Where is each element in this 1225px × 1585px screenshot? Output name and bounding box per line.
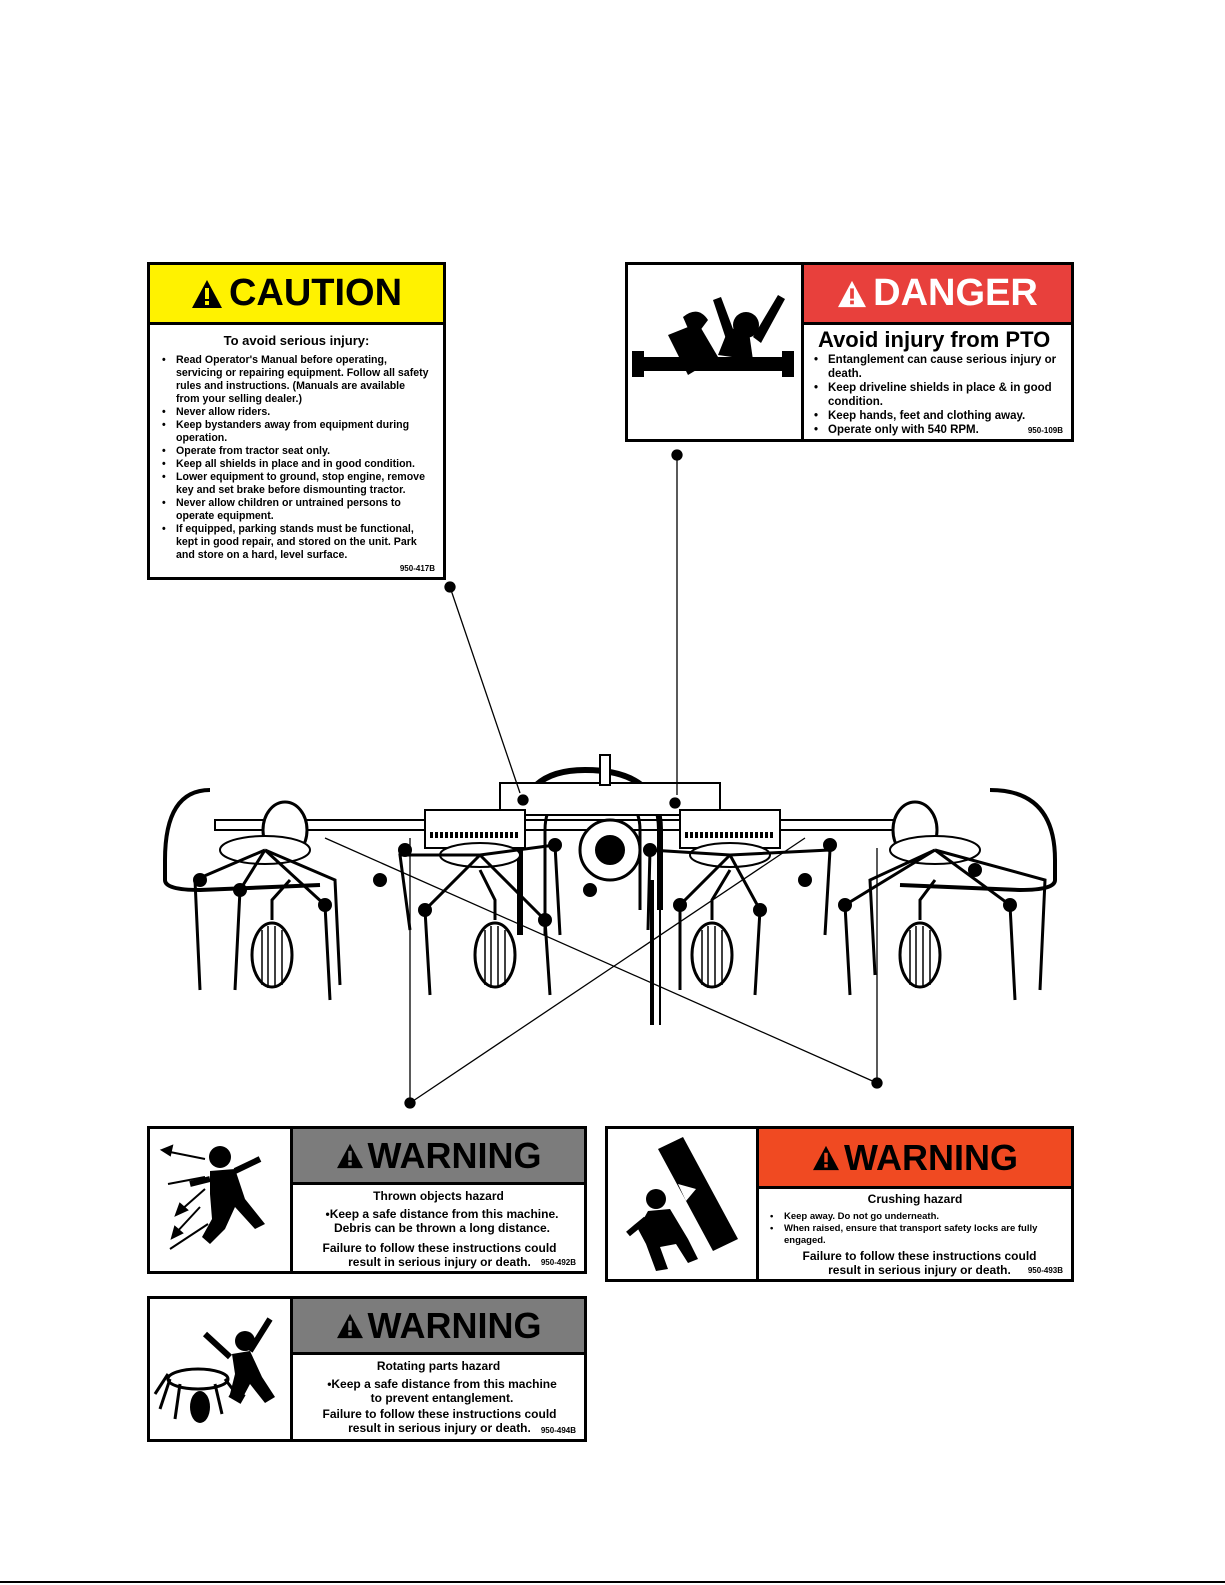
warning-thrown-objects-decal: WARNING Thrown objects hazard •Keep a sa… (147, 1126, 587, 1274)
thrown-objects-icon (159, 1144, 265, 1250)
caution-header-text: CAUTION (228, 272, 403, 314)
warning-footer: Failure to follow these instructions cou… (322, 1407, 557, 1435)
caution-decal: CAUTION To avoid serious injury: Read Op… (147, 262, 446, 580)
warning-header-text: WARNING (844, 1136, 1018, 1178)
warning-header: WARNING (293, 1299, 584, 1355)
list-item: Lower equipment to ground, stop engine, … (162, 471, 431, 497)
danger-decal: DANGER Avoid injury from PTO Entanglemen… (625, 262, 1074, 442)
alert-triangle-icon (838, 280, 867, 307)
danger-list: Entanglement can cause serious injury or… (814, 353, 1063, 437)
danger-header: DANGER (804, 265, 1071, 325)
list-item: Operate from tractor seat only. (162, 445, 431, 458)
caution-subtitle: To avoid serious injury: (223, 333, 370, 348)
decal-code: 950-417B (399, 564, 435, 573)
caution-list: Read Operator's Manual before operating,… (162, 354, 431, 562)
list-item: Never allow riders. (162, 406, 431, 419)
warning-title: Rotating parts hazard (376, 1359, 501, 1373)
warning-pictogram (150, 1299, 293, 1439)
list-item: Never allow children or untrained person… (162, 497, 431, 523)
list-item: Keep away. Do not go underneath. (770, 1211, 1057, 1223)
warning-footer: Failure to follow these instructions cou… (322, 1241, 557, 1269)
warning-rotating-decal: WARNING Rotating parts hazard •Keep a sa… (147, 1296, 587, 1442)
pto-entanglement-icon (632, 295, 794, 377)
warning-pictogram (608, 1129, 759, 1279)
list-item: Keep driveline shields in place & in goo… (814, 381, 1063, 409)
list-item: Keep bystanders away from equipment duri… (162, 419, 431, 445)
page-bottom-rule (0, 1581, 1225, 1583)
list-item: Keep all shields in place and in good co… (162, 458, 431, 471)
warning-pictogram (150, 1129, 293, 1271)
warning-body: •Keep a safe distance from this machine … (327, 1377, 557, 1405)
warning-title: Thrown objects hazard (373, 1189, 504, 1203)
danger-pictogram (628, 265, 804, 439)
list-item: Read Operator's Manual before operating,… (162, 354, 431, 406)
warning-header-text: WARNING (367, 1134, 542, 1176)
warning-list: Keep away. Do not go underneath. When ra… (770, 1211, 1057, 1247)
danger-header-text: DANGER (873, 272, 1038, 314)
warning-footer: Failure to follow these instructions cou… (802, 1249, 1037, 1277)
warning-header-text: WARNING (367, 1304, 542, 1346)
warning-crushing-decal: WARNING Crushing hazard Keep away. Do no… (605, 1126, 1074, 1282)
list-item: If equipped, parking stands must be func… (162, 523, 431, 562)
decal-code: 950-494B (540, 1426, 576, 1435)
alert-triangle-icon (336, 1313, 363, 1338)
list-item: When raised, ensure that transport safet… (770, 1223, 1057, 1247)
warning-header: WARNING (293, 1129, 584, 1185)
list-item: Keep hands, feet and clothing away. (814, 409, 1063, 423)
alert-triangle-icon (336, 1143, 363, 1168)
decal-code: 950-492B (540, 1258, 576, 1267)
alert-triangle-icon (813, 1145, 839, 1170)
warning-header: WARNING (759, 1129, 1071, 1189)
list-item: Entanglement can cause serious injury or… (814, 353, 1063, 381)
danger-title: Avoid injury from PTO (818, 327, 1051, 352)
alert-triangle-icon (191, 279, 222, 308)
caution-header: CAUTION (150, 265, 443, 325)
rotating-parts-icon (153, 1317, 275, 1423)
list-item: Operate only with 540 RPM. (814, 423, 1063, 437)
warning-body: •Keep a safe distance from this machine.… (325, 1207, 559, 1235)
warning-title: Crushing hazard (867, 1192, 963, 1206)
decal-code: 950-493B (1027, 1266, 1063, 1275)
crushing-hazard-icon (626, 1137, 738, 1271)
decal-code: 950-109B (1027, 426, 1063, 435)
